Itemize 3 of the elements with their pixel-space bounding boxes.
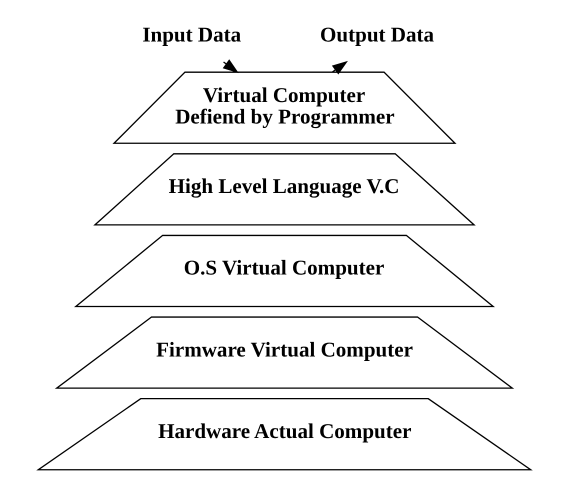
node-text: Input Data xyxy=(142,22,241,46)
arrow xyxy=(331,60,348,74)
node-text: Output Data xyxy=(320,22,434,46)
